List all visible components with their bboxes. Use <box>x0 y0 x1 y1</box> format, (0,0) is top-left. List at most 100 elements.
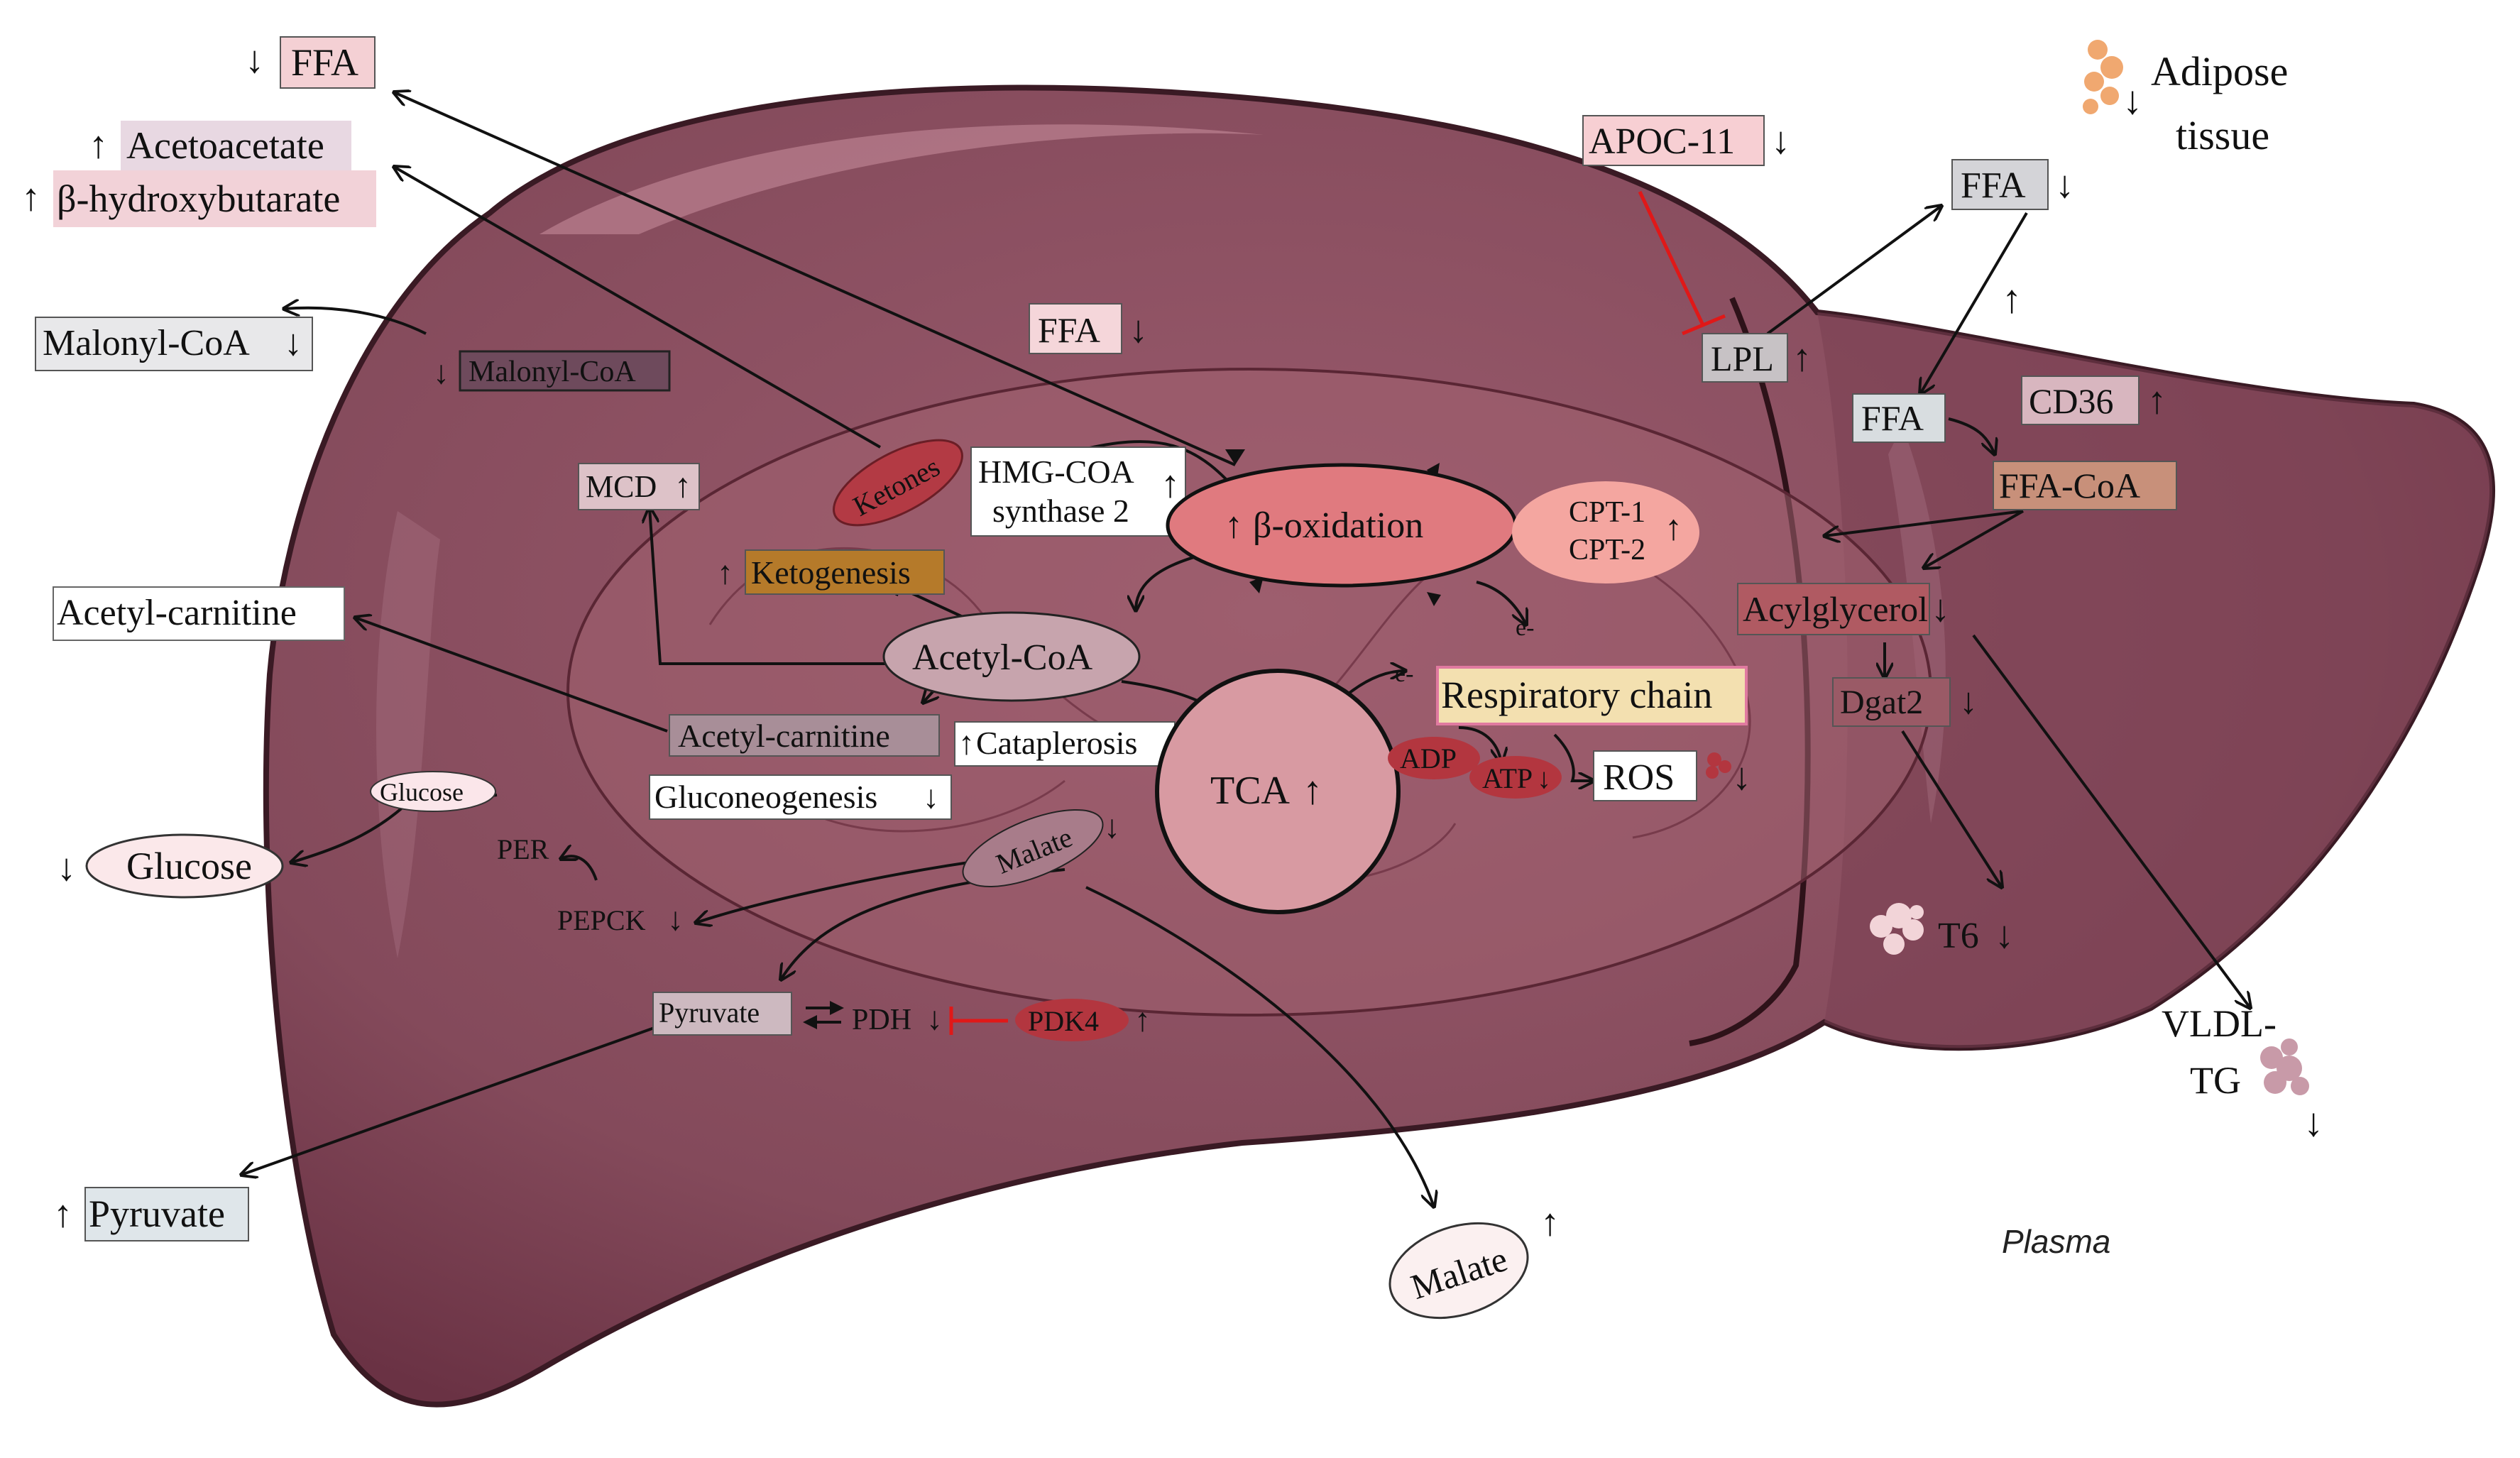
pdk4-ellipse <box>1015 999 1129 1041</box>
apoc-arrow: ↓ <box>1771 119 1790 162</box>
hmg-line1: HMG-COA <box>978 454 1134 490</box>
resp-chain-label: Respiratory chain <box>1441 674 1712 716</box>
adipose-arrow: ↓ <box>2122 79 2142 123</box>
pdh-label: PDH <box>852 1004 911 1036</box>
acetyl-coa-label: Acetyl-CoA <box>912 637 1093 678</box>
electron-1: e- <box>1516 615 1534 641</box>
pdk4-arrow: ↑ <box>1134 1002 1151 1038</box>
hmg-line2: synthase 2 <box>992 493 1129 529</box>
adipose-line1: Adipose <box>2151 48 2288 94</box>
glucose-in-ellipse <box>370 771 496 812</box>
adp-ellipse <box>1388 737 1480 779</box>
pepck-arrow: ↓ <box>667 901 684 937</box>
lpl-box <box>1702 333 1788 383</box>
ffa-r-label: FFA <box>1861 398 1924 438</box>
per-label: PER <box>497 833 549 865</box>
apoc-label: APOC-11 <box>1589 121 1735 162</box>
adipose-icon <box>2083 40 2123 114</box>
liver-highlight-left <box>376 511 440 958</box>
pyruvate-out-label: Pyruvate <box>89 1193 225 1235</box>
tca-label: TCA <box>1210 769 1291 813</box>
pyruvate-in-label: Pyruvate <box>659 997 760 1029</box>
cd36-label: CD36 <box>2029 381 2113 421</box>
ffa-right-label: FFA <box>1961 165 2026 206</box>
acetyl-carnitine-out-box <box>53 586 345 641</box>
acylglycerol-label: Acylglycerol <box>1743 589 1928 629</box>
lpl-label: LPL <box>1711 339 1774 378</box>
mcd-label: MCD <box>586 469 657 504</box>
cd36-box <box>2021 376 2140 425</box>
inhibition-lines <box>949 190 1726 1035</box>
vldl-icon <box>2260 1038 2309 1095</box>
glucose-out-arrow: ↓ <box>57 846 76 889</box>
ketogenesis-arrow: ↑ <box>717 554 733 591</box>
vldl-arrow: ↓ <box>2303 1101 2323 1145</box>
acetyl-coa-ellipse <box>882 611 1141 702</box>
malonyl-out-box <box>35 317 313 371</box>
mcd-arrow: ↑ <box>674 467 691 505</box>
malonyl-out-label: Malonyl-CoA <box>43 323 250 363</box>
cpt-arrow: ↑ <box>1665 508 1682 547</box>
resp-chain-box <box>1436 666 1748 725</box>
vldl-line2: TG <box>2190 1059 2241 1102</box>
cd36-arrow: ↑ <box>2147 379 2166 422</box>
pyruvate-in-box <box>652 992 792 1036</box>
acetoacetate-label: Acetoacetate <box>126 124 324 167</box>
ffa-top-arrow: ↓ <box>245 38 264 81</box>
acetyl-carnitine-out-label: Acetyl-carnitine <box>57 593 297 633</box>
ffa-top-box <box>280 36 376 89</box>
ros-icon <box>1706 752 1731 779</box>
up-arrow-right: ↑ <box>2002 278 2022 322</box>
glucose-out-ellipse <box>85 833 284 899</box>
malonyl-in-label: Malonyl-CoA <box>469 356 636 388</box>
acetyl-carnitine-in-box <box>669 714 940 757</box>
ros-label: ROS <box>1603 757 1675 798</box>
cataplerosis-arrow: ↑ <box>958 725 975 761</box>
pyruvate-pdh-exchange-icon <box>803 1001 844 1029</box>
ffa-r-box <box>1852 393 1946 443</box>
gluconeo-label: Gluconeogenesis <box>654 779 877 815</box>
bhb-label: β-hydroxybutarate <box>57 177 340 220</box>
ffa-top-label: FFA <box>291 41 358 84</box>
dgat2-arrow: ↓ <box>1959 681 1978 722</box>
pepck-label: PEPCK <box>557 904 646 936</box>
ffa-mid-label: FFA <box>1038 310 1100 350</box>
malonyl-in-arrow: ↓ <box>433 354 449 390</box>
malate-in-arrow: ↓ <box>1104 809 1120 845</box>
ffa-right-box <box>1951 159 2049 210</box>
acetoacetate-arrow: ↑ <box>89 124 108 166</box>
malate-out-ellipse <box>1388 1222 1529 1320</box>
ros-arrow: ↓ <box>1732 755 1751 798</box>
cataplerosis-box <box>954 721 1176 767</box>
malate-out-arrow: ↑ <box>1540 1201 1560 1244</box>
tca-arrow: ↑ <box>1303 769 1322 813</box>
apoc-box <box>1582 115 1765 166</box>
t6-icon <box>1870 903 1924 955</box>
t6-arrow: ↓ <box>1995 914 2014 956</box>
malonyl-in-box <box>459 350 671 392</box>
ffa-mid-box <box>1029 303 1122 354</box>
bhb-box <box>53 170 376 227</box>
pyruvate-out-box <box>84 1187 249 1242</box>
ketogenesis-box <box>745 549 945 595</box>
electron-2: e- <box>1395 661 1413 687</box>
acetyl-carnitine-in-label: Acetyl-carnitine <box>678 718 890 754</box>
glucose-out-label: Glucose <box>126 845 252 887</box>
lpl-arrow: ↑ <box>1792 336 1812 379</box>
glucose-in-label: Glucose <box>380 778 464 806</box>
malonyl-out-arrow: ↓ <box>284 323 302 363</box>
adp-label: ADP <box>1400 742 1457 774</box>
gluconeo-arrow: ↓ <box>923 779 939 815</box>
atp-arrow: ↓ <box>1537 762 1551 794</box>
dgat2-label: Dgat2 <box>1840 684 1923 721</box>
pdh-arrow: ↓ <box>926 1000 943 1036</box>
ffa-coa-label: FFA-CoA <box>1999 466 2140 505</box>
ffa-right-arrow: ↓ <box>2055 163 2074 206</box>
tca-circle <box>1155 669 1401 914</box>
plasma-label: Plasma <box>2002 1223 2110 1260</box>
vldl-line1: VLDL- <box>2162 1002 2277 1045</box>
malate-in-ellipse <box>962 809 1104 888</box>
acylglycerol-arrow: ↓ <box>1931 587 1950 630</box>
hmg-box <box>970 446 1186 537</box>
